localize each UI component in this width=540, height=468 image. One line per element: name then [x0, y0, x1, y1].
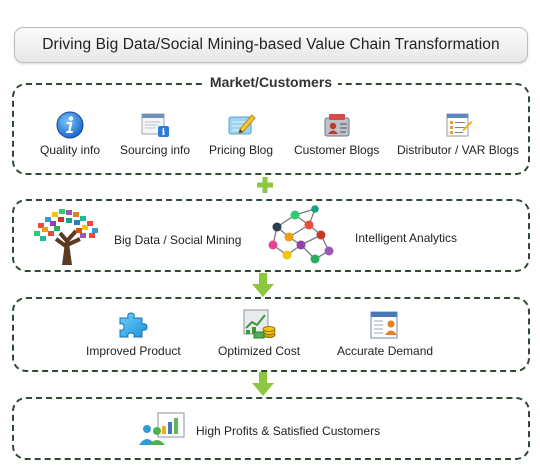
market-item-quality: Quality info — [40, 111, 100, 157]
market-item-label: Customer Blogs — [294, 143, 380, 157]
market-item-label: Pricing Blog — [209, 143, 274, 157]
market-item-distributor-blogs: Distributor / VAR Blogs — [397, 111, 519, 157]
tech-item-big-data: Big Data / Social Mining — [32, 207, 241, 267]
benefit-item-improved-product: Improved Product — [86, 310, 181, 358]
market-customers-box: Market/Customers — [12, 74, 530, 175]
result-item: High Profits & Satisfied Customers — [138, 411, 380, 447]
svg-text:i: i — [162, 128, 166, 138]
network-icon — [268, 205, 334, 264]
benefit-item-label: Optimized Cost — [218, 344, 301, 358]
contact-card-icon — [324, 114, 350, 137]
result-label: High Profits & Satisfied Customers — [196, 424, 381, 438]
tech-item-label: Big Data / Social Mining — [114, 233, 242, 247]
document-info-icon: i — [141, 113, 170, 138]
user-form-icon — [370, 311, 398, 339]
market-item-label: Sourcing info — [120, 143, 191, 157]
benefit-item-optimized-cost: Optimized Cost — [218, 308, 300, 358]
down-arrow-icon — [252, 273, 274, 297]
info-icon — [56, 111, 84, 139]
diagram-title: Driving Big Data/Social Mining-based Val… — [14, 27, 528, 63]
tech-item-label: Intelligent Analytics — [355, 231, 458, 245]
technology-box — [12, 199, 530, 272]
market-item-sourcing: i Sourcing info — [120, 111, 190, 157]
chart-coins-icon — [243, 309, 276, 339]
market-item-pricing: Pricing Blog — [209, 111, 273, 157]
plus-icon — [257, 177, 273, 193]
puzzle-icon — [119, 312, 148, 338]
pencil-note-icon — [228, 114, 256, 135]
down-arrow-icon — [252, 372, 274, 396]
users-chart-icon — [139, 412, 185, 445]
market-item-label: Distributor / VAR Blogs — [397, 143, 519, 157]
market-item-customer-blogs: Customer Blogs — [294, 111, 379, 157]
result-box — [12, 397, 530, 460]
tree-icon — [34, 209, 98, 266]
market-item-label: Quality info — [40, 143, 101, 157]
benefits-box — [12, 297, 530, 372]
benefit-item-label: Improved Product — [86, 344, 181, 358]
benefit-item-label: Accurate Demand — [337, 344, 434, 358]
tech-item-analytics: Intelligent Analytics — [267, 205, 457, 267]
market-heading: Market/Customers — [203, 74, 339, 90]
benefit-item-accurate-demand: Accurate Demand — [337, 310, 433, 358]
document-list-icon — [446, 113, 473, 137]
